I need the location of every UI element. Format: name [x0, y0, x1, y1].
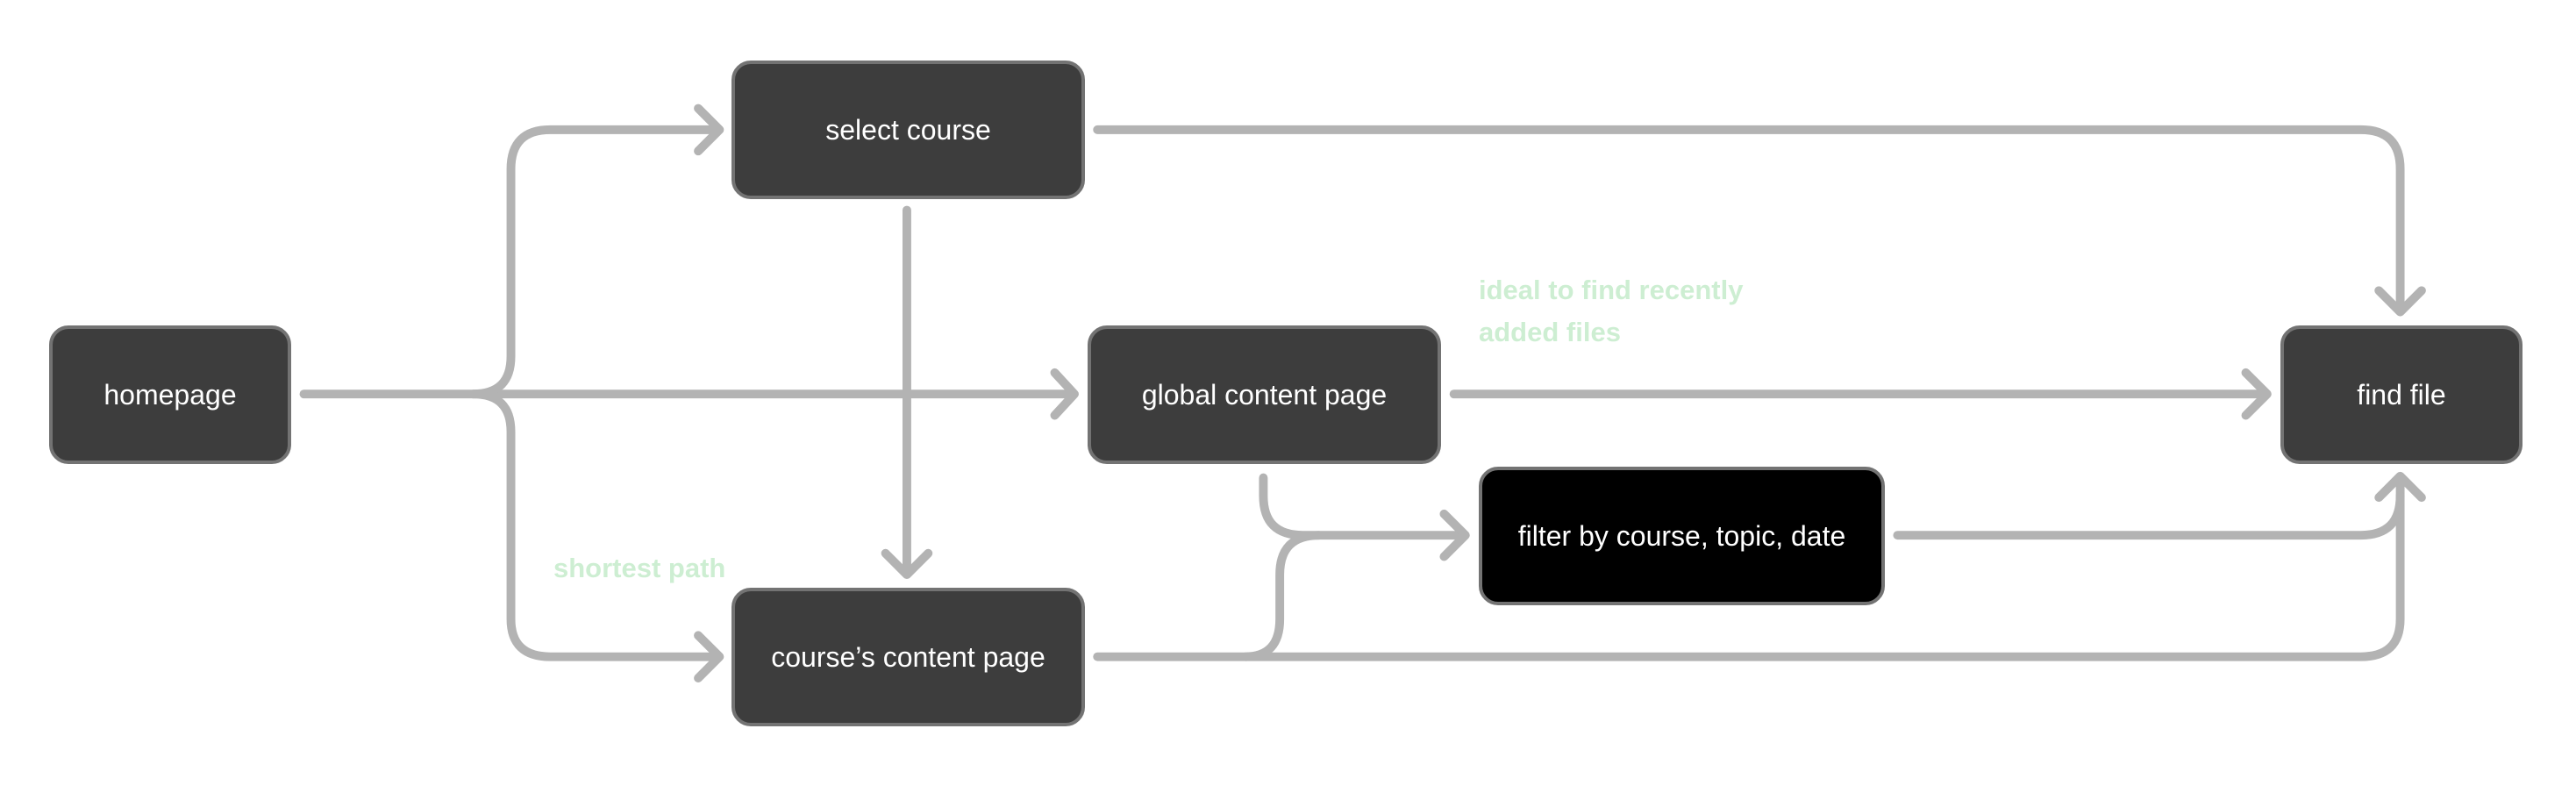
- node-label: find file: [2357, 378, 2446, 411]
- node-label: select course: [825, 113, 991, 146]
- node-label: homepage: [103, 378, 237, 411]
- annotation-line: added files: [1479, 317, 1621, 347]
- arrowhead-select-course: [694, 104, 724, 156]
- node-course-content-page[interactable]: course’s content page: [731, 588, 1085, 726]
- arrowhead-find-file-bottom: [2374, 471, 2426, 503]
- arrowhead-course-content: [694, 631, 724, 682]
- node-label: global content page: [1141, 378, 1388, 411]
- arrowhead-find-file-top: [2374, 286, 2426, 317]
- edge-global-to-filter: [1259, 473, 1467, 540]
- arrowhead-global-content: [1050, 368, 1079, 420]
- node-label: course’s content page: [771, 640, 1045, 673]
- node-global-content-page[interactable]: global content page: [1088, 325, 1441, 464]
- node-label: filter by course, topic, date: [1517, 519, 1846, 552]
- arrowhead-find-file-left: [2241, 368, 2272, 420]
- node-find-file[interactable]: find file: [2280, 325, 2522, 464]
- edge-filter-to-find-file: [1893, 491, 2405, 540]
- edge-select-course-to-find-file: [1093, 125, 2405, 313]
- annotation-shortest-path: shortest path: [553, 547, 725, 589]
- node-select-course[interactable]: select course: [731, 61, 1085, 199]
- annotation-line: ideal to find recently: [1479, 275, 1744, 305]
- edge-course-content-to-find-file: [1093, 475, 2405, 661]
- arrowhead-course-content-top: [881, 548, 933, 580]
- edge-homepage-to-select-course: [468, 125, 723, 399]
- edge-course-content-to-filter: [1240, 531, 1324, 661]
- edge-homepage-to-course-content: [468, 389, 723, 661]
- annotation-ideal-recent-files: ideal to find recently added files: [1479, 269, 1743, 354]
- node-homepage[interactable]: homepage: [49, 325, 291, 464]
- node-filter[interactable]: filter by course, topic, date: [1479, 467, 1885, 605]
- arrowhead-filter: [1439, 509, 1470, 561]
- annotation-line: shortest path: [553, 553, 726, 583]
